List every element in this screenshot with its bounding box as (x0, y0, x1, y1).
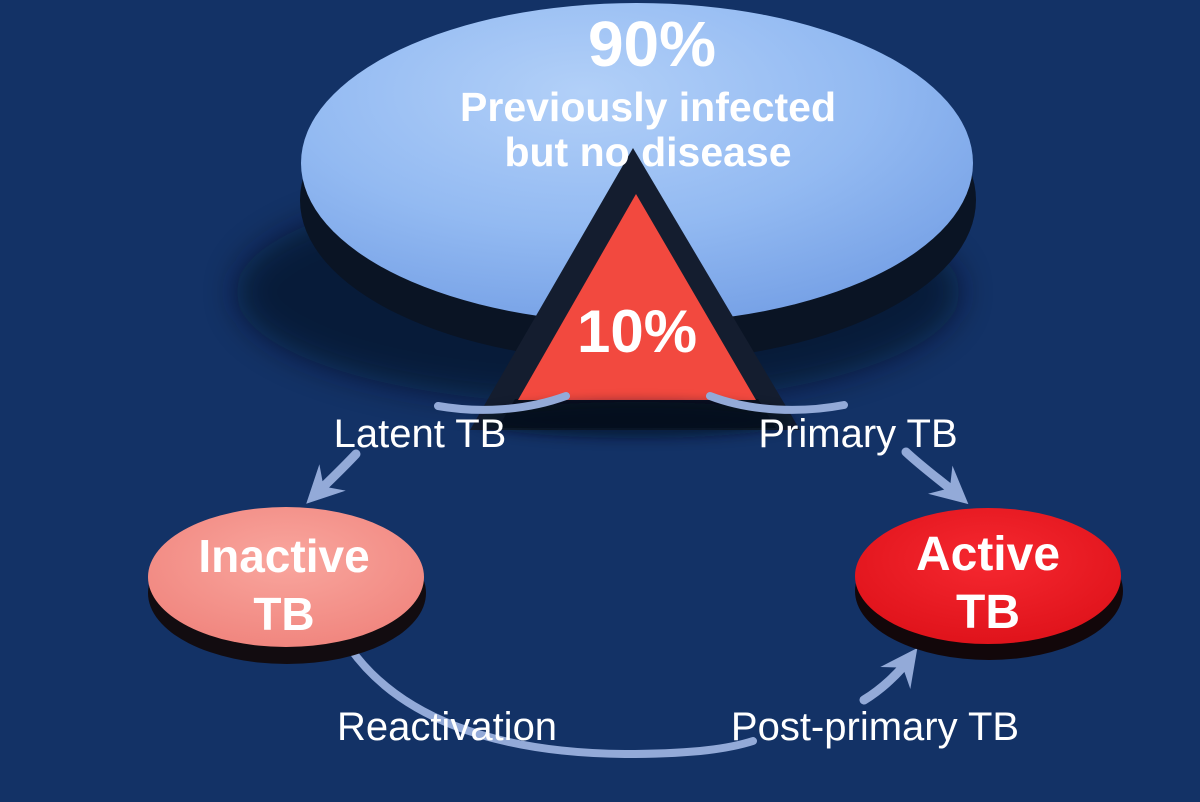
percent-10-label: 10% (577, 298, 697, 365)
pie-10-wedge (518, 194, 756, 400)
label-reactivation: Reactivation (337, 705, 557, 749)
wedge-ground-shadow (477, 402, 797, 438)
inactive-tb-ellipse (148, 507, 424, 647)
inactive-tb-label-line2: TB (253, 588, 314, 640)
connector-primary (706, 392, 848, 414)
connector-latent (434, 392, 570, 414)
active-tb-label-line1: Active (916, 528, 1060, 581)
label-latent-tb: Latent TB (334, 412, 507, 456)
inactive-tb-label-line1: Inactive (198, 530, 369, 582)
pie-caption-line2: but no disease (504, 129, 791, 175)
arrow-primary-to-active-icon (901, 447, 969, 505)
percent-90-label: 90% (588, 8, 716, 80)
label-primary-tb: Primary TB (758, 412, 957, 456)
active-tb-ellipse (855, 508, 1121, 644)
label-post-primary-tb: Post-primary TB (731, 705, 1019, 749)
arrow-latent-to-inactive-icon (306, 449, 361, 504)
active-tb-label-line2: TB (956, 586, 1020, 639)
node-inactive-tb: Inactive TB (148, 507, 426, 664)
flow-arrows (306, 392, 969, 759)
node-active-tb: Active TB (855, 508, 1123, 660)
pie-chart (236, 3, 976, 438)
connector-reactivation-curve (346, 644, 757, 759)
pie-caption-line1: Previously infected (460, 84, 836, 130)
arrow-postprimary-to-active-icon (859, 647, 918, 705)
